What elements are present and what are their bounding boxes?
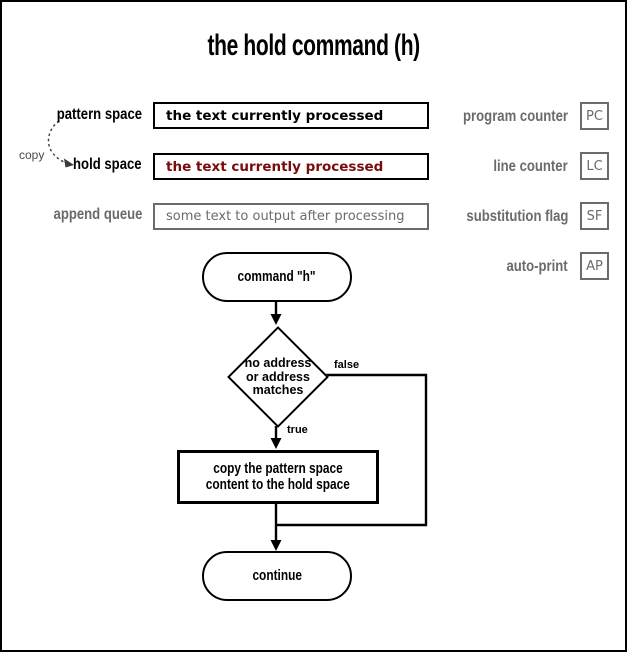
substitution-flag-code: SF — [586, 208, 603, 224]
auto-print-box: AP — [580, 252, 609, 280]
hold-space-box: the text currently processed — [153, 153, 429, 180]
false-branch-label: false — [334, 359, 360, 371]
end-node-label: continue — [252, 568, 302, 584]
flowchart-start-node: command "h" — [202, 252, 352, 302]
program-counter-code: PC — [586, 108, 603, 124]
copy-label: copy — [19, 148, 45, 162]
pattern-space-value: the text currently processed — [166, 107, 384, 124]
substitution-flag-box: SF — [580, 202, 609, 230]
action-node: copy the pattern space content to the ho… — [177, 450, 379, 504]
arrowhead-decision-action — [270, 438, 282, 449]
copy-arrow — [47, 120, 68, 164]
pattern-space-box: the text currently processed — [153, 102, 429, 129]
append-queue-label: append queue — [53, 206, 142, 223]
line-counter-label: line counter — [493, 158, 568, 175]
append-queue-value: some text to output after processing — [166, 209, 405, 224]
flowchart-end-node: continue — [202, 551, 352, 601]
hold-space-label: hold space — [73, 156, 142, 173]
arrowhead-junction-end — [270, 540, 282, 551]
program-counter-box: PC — [580, 102, 609, 130]
line-counter-box: LC — [580, 152, 609, 180]
true-branch-label: true — [287, 424, 308, 436]
line-counter-code: LC — [586, 158, 603, 174]
auto-print-code: AP — [586, 258, 603, 274]
hold-space-value: the text currently processed — [166, 158, 384, 175]
auto-print-label: auto-print — [506, 258, 568, 275]
copy-arrowhead — [64, 158, 74, 168]
append-queue-box: some text to output after processing — [153, 203, 429, 230]
program-counter-label: program counter — [463, 108, 568, 125]
start-node-label: command "h" — [237, 269, 317, 285]
arrowhead-start-decision — [270, 314, 282, 325]
decision-text: no address or address matches — [244, 356, 312, 397]
page-title: the hold command (h) — [207, 29, 420, 62]
substitution-flag-label: substitution flag — [465, 208, 568, 225]
pattern-space-label: pattern space — [56, 106, 142, 123]
